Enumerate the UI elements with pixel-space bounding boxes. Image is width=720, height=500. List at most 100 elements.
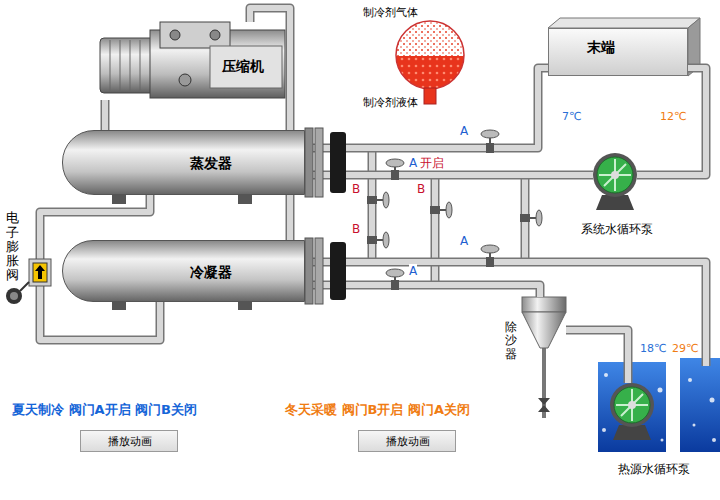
butterfly-valve	[367, 196, 377, 204]
node-text: 电子膨胀阀	[6, 211, 19, 282]
circulation-pump: 系统水循环泵	[593, 153, 637, 197]
mode-heading: 冬天采暖 阀门B开启 阀门A关闭	[285, 402, 470, 418]
pump-drawing	[616, 389, 648, 421]
flange	[315, 128, 323, 197]
pump-drawing	[628, 401, 636, 409]
butterfly-valve	[377, 239, 383, 241]
pipe-outline	[637, 68, 706, 175]
butterfly-valve	[486, 257, 494, 267]
water-tank	[602, 428, 606, 432]
water-tank	[680, 358, 720, 452]
temperature: 29℃	[672, 342, 698, 355]
flange	[305, 238, 313, 304]
compressor-drawing	[100, 22, 285, 98]
pump-drawing	[593, 153, 654, 440]
expansion-valve-drawing	[6, 288, 22, 304]
butterfly-valve	[367, 236, 377, 244]
compressor-drawing	[210, 30, 220, 40]
flange	[305, 128, 313, 197]
pipe-connector	[250, 8, 290, 240]
evaporator: 蒸发器	[62, 130, 305, 195]
water-tank	[712, 438, 716, 442]
pipe	[368, 148, 377, 262]
butterfly-valve	[536, 210, 542, 226]
pipe	[432, 175, 438, 285]
pipe-outline	[566, 330, 628, 383]
butterfly-valve	[520, 214, 530, 222]
water-tank	[688, 378, 692, 382]
terminal-box-faces	[548, 18, 700, 28]
temperature: 7℃	[562, 110, 581, 123]
butterfly-valve	[386, 159, 404, 167]
water-tank	[693, 424, 696, 427]
pipe	[305, 148, 706, 418]
expansion-valve-drawing	[35, 265, 45, 279]
compressor-drawing	[140, 40, 141, 91]
butterfly-valve	[391, 280, 399, 290]
condenser: 冷凝器	[62, 240, 305, 302]
pump-drawing	[613, 425, 651, 440]
refrigerant-sphere-drawing	[424, 88, 436, 104]
node-text: 播放动画	[386, 435, 430, 448]
expansion-valve-drawing	[20, 282, 29, 291]
node-text: 系统水循环泵	[581, 222, 653, 236]
valve-label: A	[409, 156, 417, 170]
butterfly-valve	[367, 130, 542, 290]
pipe-body	[566, 330, 628, 383]
pipe-outline	[305, 171, 593, 180]
pipe	[521, 175, 530, 262]
pipe-connector	[305, 175, 593, 176]
sand-separator-drawing	[522, 297, 566, 412]
valve-label: B	[352, 182, 360, 196]
butterfly-valve	[446, 202, 452, 218]
flange	[330, 132, 346, 193]
pump-drawing	[599, 159, 631, 191]
node-text: 蒸发器	[190, 155, 232, 172]
pipe-connector	[637, 68, 706, 175]
pipe	[305, 262, 706, 366]
refrigerant-sphere-drawing	[396, 21, 464, 89]
pipe	[305, 262, 706, 366]
flange	[315, 238, 323, 304]
butterfly-valve	[440, 209, 446, 211]
node-text: 冷凝器	[190, 264, 232, 281]
temperature: 12℃	[660, 110, 686, 123]
butterfly-valve	[486, 143, 494, 153]
refrigerant-sphere-drawing	[396, 20, 464, 56]
terminal-box-faces	[548, 18, 700, 76]
pump-drawing	[610, 383, 654, 427]
expansion-valve-drawing	[29, 259, 51, 286]
pipe-body	[102, 100, 108, 130]
mode-heading: 夏天制冷 阀门A开启 阀门B关闭	[12, 402, 197, 418]
pipe-outline	[250, 8, 290, 240]
butterfly-valve	[481, 245, 499, 253]
compressor: 压缩机	[95, 22, 285, 100]
temperature: 18℃	[640, 342, 666, 355]
butterfly-valve	[391, 170, 399, 180]
compressor-drawing	[130, 40, 131, 91]
valve-label: A	[460, 234, 468, 248]
refrigerant-sphere: 制冷剂气体制冷剂液体	[395, 20, 465, 90]
pump-drawing	[611, 171, 619, 179]
compressor-drawing	[120, 40, 121, 91]
expansion-valve-drawing	[10, 292, 18, 300]
butterfly-valve	[383, 232, 389, 248]
node-text: 末端	[587, 39, 615, 56]
circulation-pump: 热源水循环泵	[610, 383, 654, 427]
butterfly-valve	[530, 217, 536, 219]
water-tank	[658, 388, 663, 393]
water-tank	[661, 439, 664, 442]
play-button: 播放动画	[80, 430, 178, 452]
butterfly-valve	[386, 269, 404, 277]
play-button: 播放动画	[358, 430, 456, 452]
butterfly-valve	[383, 192, 389, 208]
pipe-connector	[105, 100, 106, 130]
compressor-drawing	[100, 38, 155, 93]
pipe-body	[305, 172, 593, 178]
compressor-drawing	[210, 46, 282, 88]
sand-separator-drawing	[522, 312, 566, 348]
pipe-body	[637, 68, 706, 175]
valve-state: 开启	[420, 156, 444, 170]
